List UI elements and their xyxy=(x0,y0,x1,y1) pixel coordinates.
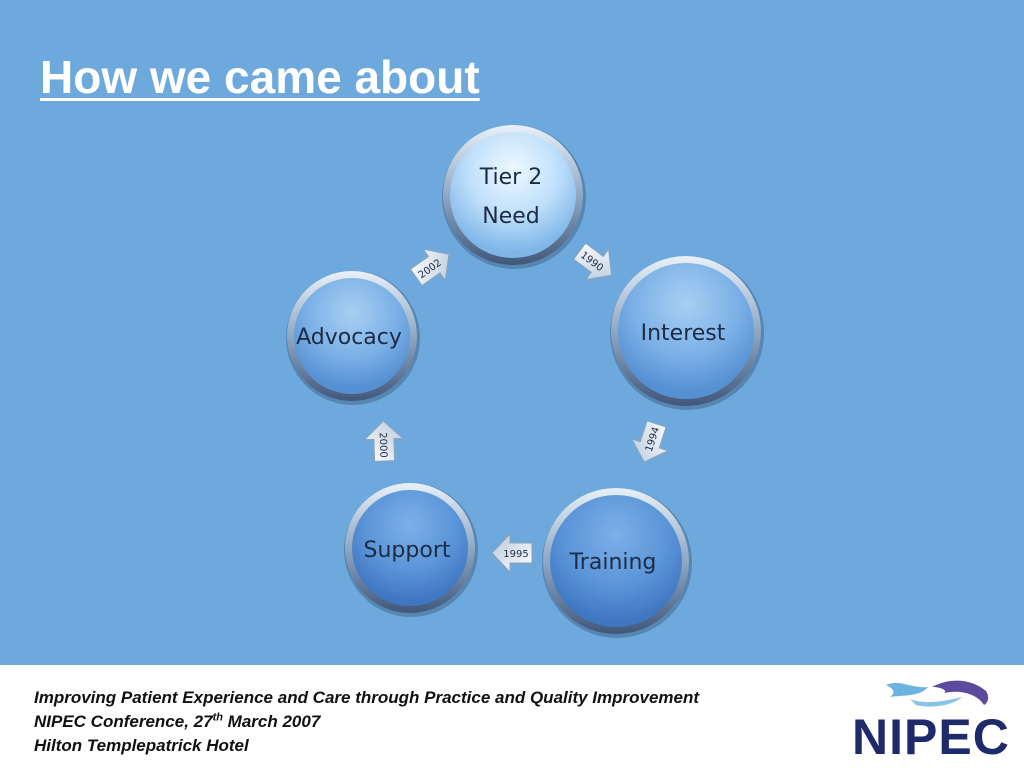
arrow-1994: 1994 xyxy=(630,420,670,463)
nipec-logo: NIPEC xyxy=(850,675,1020,763)
arrow-2000: 2000 xyxy=(363,420,405,462)
node-label: Need xyxy=(482,204,540,229)
conference-date-suffix: March 2007 xyxy=(222,712,321,731)
slide-title: How we came about xyxy=(40,51,480,103)
cycle-node-support: Support xyxy=(344,483,478,617)
slide-footer: Improving Patient Experience and Care th… xyxy=(0,665,1024,768)
cycle-node-interest: Interest xyxy=(610,256,764,410)
logo-swoosh-icon xyxy=(886,680,989,707)
arrow-label: 1995 xyxy=(503,549,528,560)
cycle-node-tier2-need: Tier 2 Need xyxy=(442,125,586,269)
cycle-node-advocacy: Advocacy xyxy=(286,271,420,405)
node-label: Tier 2 xyxy=(479,165,542,190)
arrow-label: 2000 xyxy=(377,432,389,458)
conference-venue: Hilton Templepatrick Hotel xyxy=(34,736,249,755)
arrow-1995: 1995 xyxy=(491,532,533,574)
node-label: Advocacy xyxy=(296,325,402,350)
cycle-diagram: Tier 2 Need Interest Training Support Ad… xyxy=(286,125,764,638)
node-label: Training xyxy=(569,550,657,575)
logo-text: NIPEC xyxy=(852,709,1010,765)
date-ordinal: th xyxy=(212,711,223,724)
cycle-node-training: Training xyxy=(542,488,692,638)
conference-info: Improving Patient Experience and Care th… xyxy=(34,686,699,758)
conference-theme: Improving Patient Experience and Care th… xyxy=(34,688,700,707)
conference-date: NIPEC Conference, 27th March 2007 xyxy=(34,710,699,734)
conference-date-prefix: NIPEC Conference, 27 xyxy=(34,712,213,731)
arrow-2002: 2002 xyxy=(409,248,450,287)
arrow-1990: 1990 xyxy=(572,242,613,281)
node-label: Support xyxy=(364,538,451,563)
node-label: Interest xyxy=(641,321,726,346)
